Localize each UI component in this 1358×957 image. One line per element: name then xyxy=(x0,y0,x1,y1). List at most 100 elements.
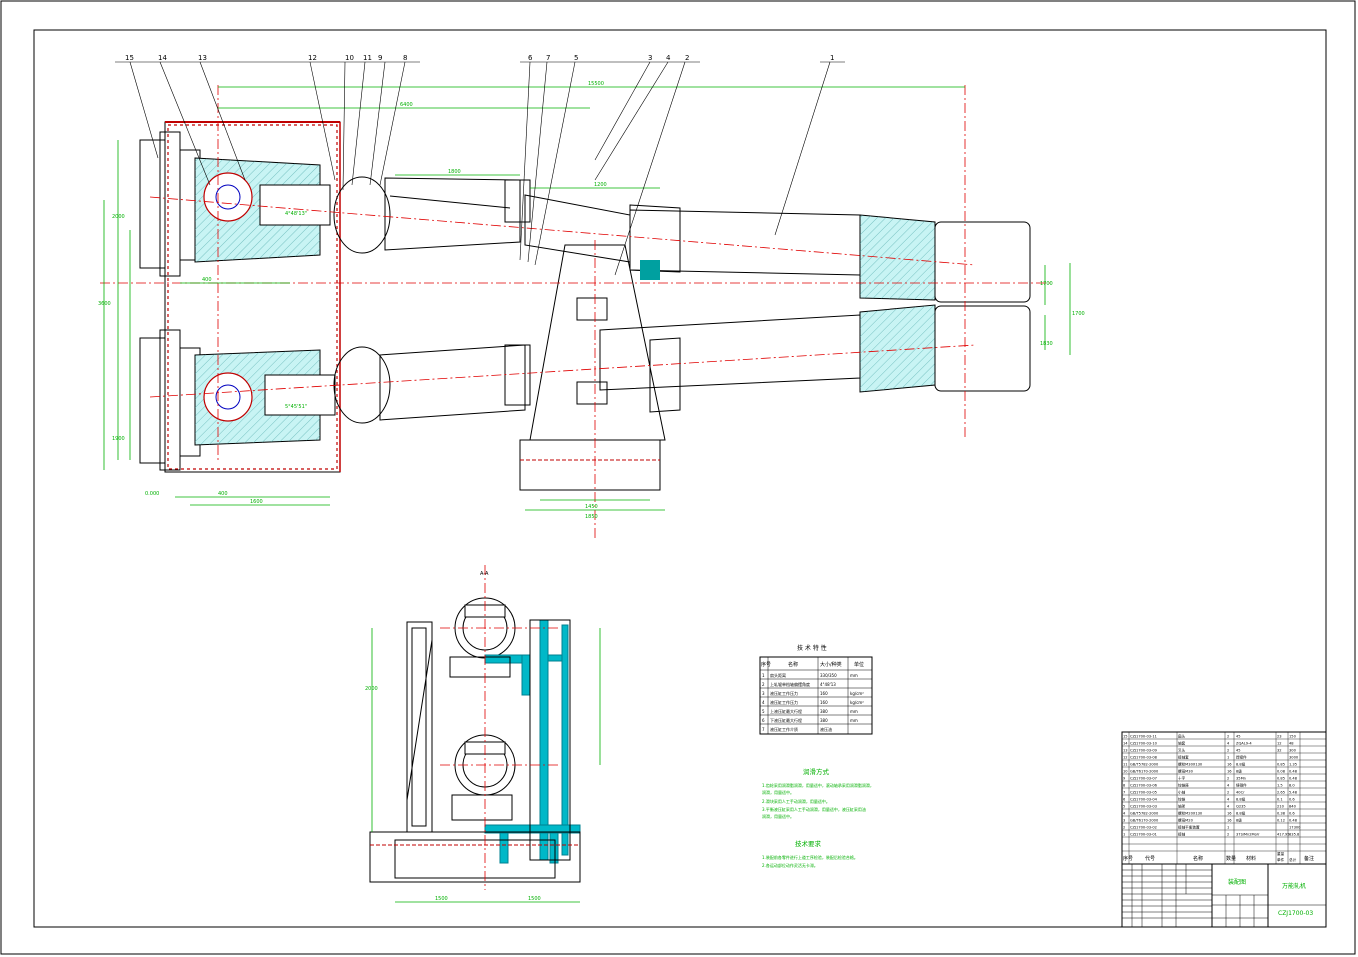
bom-cell: 9 xyxy=(1123,777,1126,781)
bom-cell: 1 xyxy=(1227,756,1229,760)
bom-h-qty: 数量 xyxy=(1226,855,1236,862)
fork-head-upper xyxy=(194,157,331,263)
dim-bottom-d: 1850 xyxy=(585,514,598,520)
dim-left-h2: 3600 xyxy=(98,301,111,307)
spec-cell: 2 xyxy=(762,682,765,687)
spec-h-no: 序号 xyxy=(761,661,771,668)
bom-cell: 32 xyxy=(1277,749,1282,753)
dim-ref: 0.000 xyxy=(145,491,159,497)
bom-cell: CZJ1700-03-09 xyxy=(1130,749,1158,753)
bom-cell: 1.5 xyxy=(1277,784,1283,788)
spec-cell: 380 xyxy=(820,718,828,723)
spec-h-size: 大小/种类 xyxy=(820,661,842,668)
bom-cell: 23 xyxy=(1277,735,1282,739)
notes-title-lubrication: 润滑方式 xyxy=(803,767,830,776)
bom-cell: 接轴套 xyxy=(1178,755,1189,760)
dim-side-w2: 1500 xyxy=(528,896,541,902)
bom-cell: 1 xyxy=(1227,826,1229,830)
bom-cell: 8.0 xyxy=(1289,784,1295,788)
bom-cell: 2 xyxy=(1123,826,1125,830)
spec-cell: 160 xyxy=(820,700,828,705)
spec-cell: 380 xyxy=(820,709,828,714)
bom-cell: 铸钢件 xyxy=(1236,783,1247,788)
spec-cell: 扇头距离 xyxy=(770,672,786,678)
notes-title-requirements: 技术要求 xyxy=(795,839,822,848)
spec-cell: 下液压缸最大行程 xyxy=(770,717,802,723)
spec-cell: mm xyxy=(850,673,858,678)
balloon-2: 2 xyxy=(685,54,689,62)
fork-head-lower xyxy=(194,349,336,446)
dim-left-gap: 400 xyxy=(202,277,212,283)
notes-line: 1.装配前各零件进行上道工序检验，装配后检验合格。 xyxy=(762,854,858,860)
notes-line: 1.齿轮采用润滑脂润滑，用量适中，滚动轴承采用润滑脂润滑， xyxy=(762,782,874,788)
spec-cell: 160 xyxy=(820,691,828,696)
bom-cell: 焊接件 xyxy=(1236,755,1247,760)
bom-cell: CZJ1700-03-11 xyxy=(1130,735,1157,739)
bom-cell: 接轴平衡装置 xyxy=(1178,825,1200,830)
notes: 润滑方式 1.齿轮采用润滑脂润滑，用量适中，滚动轴承采用润滑脂润滑， 润滑，用量… xyxy=(762,767,874,868)
bom-cell: 12 xyxy=(1123,756,1128,760)
dim-left-h3: 1900 xyxy=(112,436,125,442)
balloon-15: 15 xyxy=(125,54,134,62)
dim-bottom-c: 1450 xyxy=(585,504,598,510)
notes-line: 润滑，用量适中。 xyxy=(762,813,794,819)
bom-cell: 0.85 xyxy=(1277,777,1285,781)
spec-cell: 液压缸工作压力 xyxy=(770,699,798,705)
dim-left-h1: 2000 xyxy=(112,214,125,220)
bom-cell: 150 xyxy=(1289,735,1297,739)
bom-cell: 0.48 xyxy=(1289,819,1298,823)
dim-top-inner: 6400 xyxy=(400,102,413,108)
dim-rod-len: 1800 xyxy=(448,169,461,175)
top-view: 15 14 13 12 10 11 9 8 6 7 5 3 4 2 1 1550… xyxy=(98,54,1085,540)
bom-cell: 6 xyxy=(1123,798,1126,802)
bom-cell: 铰链 xyxy=(1178,797,1186,802)
dim-top-overall: 15500 xyxy=(588,81,604,87)
bom-cell: 17300 xyxy=(1289,826,1301,830)
bom-cell: 5 xyxy=(1123,805,1125,809)
bom-cell: CZJ1700-03-08 xyxy=(1130,756,1158,760)
bom-cell: 45 xyxy=(1236,735,1241,739)
bom-cell: 4 xyxy=(1227,784,1230,788)
bom-cell: 3000 xyxy=(1289,756,1299,760)
bom-cell: 2 xyxy=(1227,749,1229,753)
bom-h-name: 名称 xyxy=(1193,855,1203,862)
bom-cell: 2 xyxy=(1227,777,1229,781)
bom-h-no: 序号 xyxy=(1123,855,1133,862)
spec-cell: 上轧辊单档轴偏摆角度 xyxy=(770,681,810,687)
bom-cell: 2 xyxy=(1227,791,1229,795)
notes-line: 2.各运动部位动作灵活无卡滞。 xyxy=(762,862,818,868)
bom-cell: 48 xyxy=(1289,742,1294,746)
bom-cell: 4 xyxy=(1227,798,1230,802)
bom-cell: 2 xyxy=(1227,833,1229,837)
notes-line: 2.滑块采用人工手动润滑，用量适中。 xyxy=(762,798,830,804)
spec-cell: 330/350 xyxy=(820,673,837,678)
bom-cell: 0.08 xyxy=(1277,770,1286,774)
dim-side-h: 2000 xyxy=(365,686,378,692)
bom-cell: CZJ1700-03-10 xyxy=(1130,742,1158,746)
bom-cell: 0.1 xyxy=(1277,798,1283,802)
bom-cell: 2 xyxy=(1227,735,1229,739)
bom-cell: 0.12 xyxy=(1277,819,1285,823)
bom-cell: 14 xyxy=(1123,742,1128,746)
balloon-1: 1 xyxy=(830,54,834,62)
bom-cell: 13 xyxy=(1123,749,1128,753)
balloon-5: 5 xyxy=(574,54,578,62)
bom-cell: 45 xyxy=(1236,749,1241,753)
bom-cell: 螺母M20 xyxy=(1178,818,1194,823)
bom-cell: 4 xyxy=(1227,742,1230,746)
bom-cell: 0.6 xyxy=(1289,812,1295,816)
balloon-4: 4 xyxy=(666,54,671,62)
balloon-8: 8 xyxy=(403,54,407,62)
bom-h-material: 材料 xyxy=(1246,855,1256,862)
bom-h-weight: 重量 xyxy=(1277,851,1285,856)
bom-cell: CZJ1700-03-06 xyxy=(1130,784,1158,788)
bom-cell: CZJ1700-03-07 xyxy=(1130,777,1157,781)
bom-cell: 1 xyxy=(1123,833,1125,837)
bom-cell: 210 xyxy=(1277,805,1285,809)
dim-right-a: 1700 xyxy=(1040,281,1053,287)
flat-head-upper xyxy=(139,131,201,277)
spec-table: 技 术 特 性 序号 名称 大小/种类 单位 1 扇头距离 330/350 mm… xyxy=(759,644,873,735)
title-project: 万能轧机 xyxy=(1282,882,1306,890)
bom-cell: 37SiMn2MoV xyxy=(1236,833,1260,837)
balloon-12: 12 xyxy=(308,54,317,62)
